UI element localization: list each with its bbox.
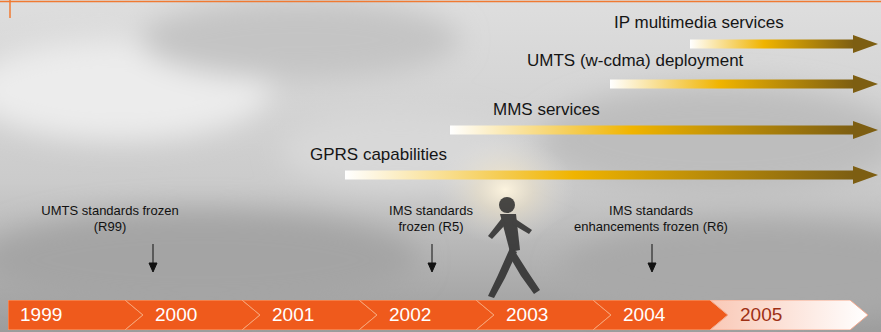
- year-label: 2000: [155, 300, 197, 330]
- bar-arrowhead: [853, 166, 878, 184]
- year-arrow: 2002: [359, 300, 494, 330]
- chevron-outline: [359, 300, 494, 330]
- gradient-arrow-bar: [610, 75, 881, 93]
- year-arrow: 2000: [125, 300, 260, 330]
- year-label: 2004: [623, 300, 665, 330]
- gradient-arrow-bar: [345, 166, 881, 184]
- bar-arrowhead: [853, 121, 878, 139]
- timeline-bar: GPRS capabilities: [310, 145, 881, 184]
- bar-body: [610, 80, 854, 89]
- jumping-person: [488, 197, 540, 298]
- year-label: 2002: [389, 300, 431, 330]
- callout-arrow-line: [432, 244, 433, 264]
- bar-label: MMS services: [493, 100, 600, 120]
- callout-arrowhead: [428, 263, 436, 272]
- timeline-bar: MMS services: [450, 100, 881, 139]
- callout-arrowhead: [149, 263, 157, 272]
- gradient-arrow-bar: [690, 35, 881, 53]
- bar-label: GPRS capabilities: [310, 145, 447, 165]
- bar-body: [450, 126, 854, 135]
- year-label: 2001: [272, 300, 314, 330]
- year-label: 1999: [20, 300, 62, 330]
- milestone-label: IMS standards frozen (R5): [379, 203, 484, 235]
- person-arm: [488, 218, 506, 239]
- chevron-shape: [710, 300, 868, 330]
- timeline-bar: IP multimedia services: [614, 13, 881, 53]
- callout-arrow-line: [153, 244, 154, 264]
- timeline-bar: UMTS (w-cdma) deployment: [527, 51, 881, 93]
- chevron-outline: [710, 300, 868, 330]
- frame-line: [0, 1, 881, 3]
- person-leg: [508, 250, 540, 294]
- year-arrow: 2005: [710, 300, 868, 330]
- callout-arrow-line: [652, 244, 653, 264]
- chevron-outline: [125, 300, 260, 330]
- gradient-arrow-bar: [450, 121, 881, 139]
- person-head: [499, 197, 515, 213]
- milestone-label: IMS standards enhancements frozen (R6): [568, 203, 734, 235]
- callout-arrows: [149, 244, 656, 272]
- year-arrow: 2003: [476, 300, 611, 330]
- year-label: 2005: [740, 300, 782, 330]
- chevron-outline: [476, 300, 611, 330]
- callout-arrowhead: [648, 263, 656, 272]
- bar-arrowhead: [853, 75, 878, 93]
- cloud: [0, 210, 420, 310]
- bar-body: [690, 40, 854, 49]
- chevron-outline: [242, 300, 377, 330]
- bar-label: IP multimedia services: [614, 13, 784, 33]
- year-arrow: 1999: [8, 300, 143, 330]
- milestone-label: UMTS standards frozen (R99): [27, 203, 193, 235]
- bar-arrowhead: [853, 35, 878, 53]
- year-label: 2003: [506, 300, 548, 330]
- year-arrow: 2001: [242, 300, 377, 330]
- bar-body: [345, 171, 854, 180]
- cloud: [140, 0, 460, 80]
- clouds: [0, 0, 881, 320]
- frame-line: [9, 0, 11, 18]
- year-arrow: 2004: [593, 300, 728, 330]
- bar-label: UMTS (w-cdma) deployment: [527, 51, 743, 71]
- person-arm: [512, 218, 532, 234]
- chevron-outline: [8, 300, 143, 330]
- chevron-outline: [593, 300, 728, 330]
